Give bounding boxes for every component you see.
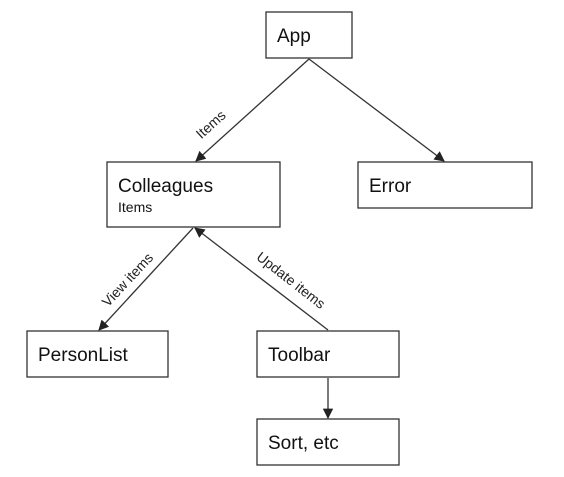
node-personlist: PersonList	[26, 330, 169, 378]
node-box	[26, 330, 169, 378]
node-box	[265, 11, 353, 59]
node-box	[357, 161, 533, 209]
node-title: Sort, etc	[268, 433, 339, 454]
node-app: App	[265, 11, 353, 59]
node-error: Error	[357, 161, 533, 209]
node-box	[256, 418, 400, 466]
edge-app-to-colleagues	[195, 58, 310, 162]
node-title: App	[277, 26, 311, 47]
node-title: PersonList	[38, 345, 128, 366]
node-subtitle: Items	[118, 199, 152, 215]
edge-label-view-items: View items	[98, 249, 156, 309]
node-title: Error	[369, 176, 412, 197]
edge-colleagues-to-personlist	[98, 227, 194, 331]
node-colleagues: Colleagues Items	[106, 161, 281, 228]
edge-toolbar-to-colleagues	[194, 227, 329, 331]
edge-app-to-error	[308, 58, 445, 162]
node-sort: Sort, etc	[256, 418, 400, 466]
node-box	[106, 161, 281, 228]
node-toolbar: Toolbar	[256, 330, 400, 378]
node-title: Toolbar	[268, 345, 331, 366]
node-box	[256, 330, 400, 378]
node-title: Colleagues	[118, 176, 213, 197]
